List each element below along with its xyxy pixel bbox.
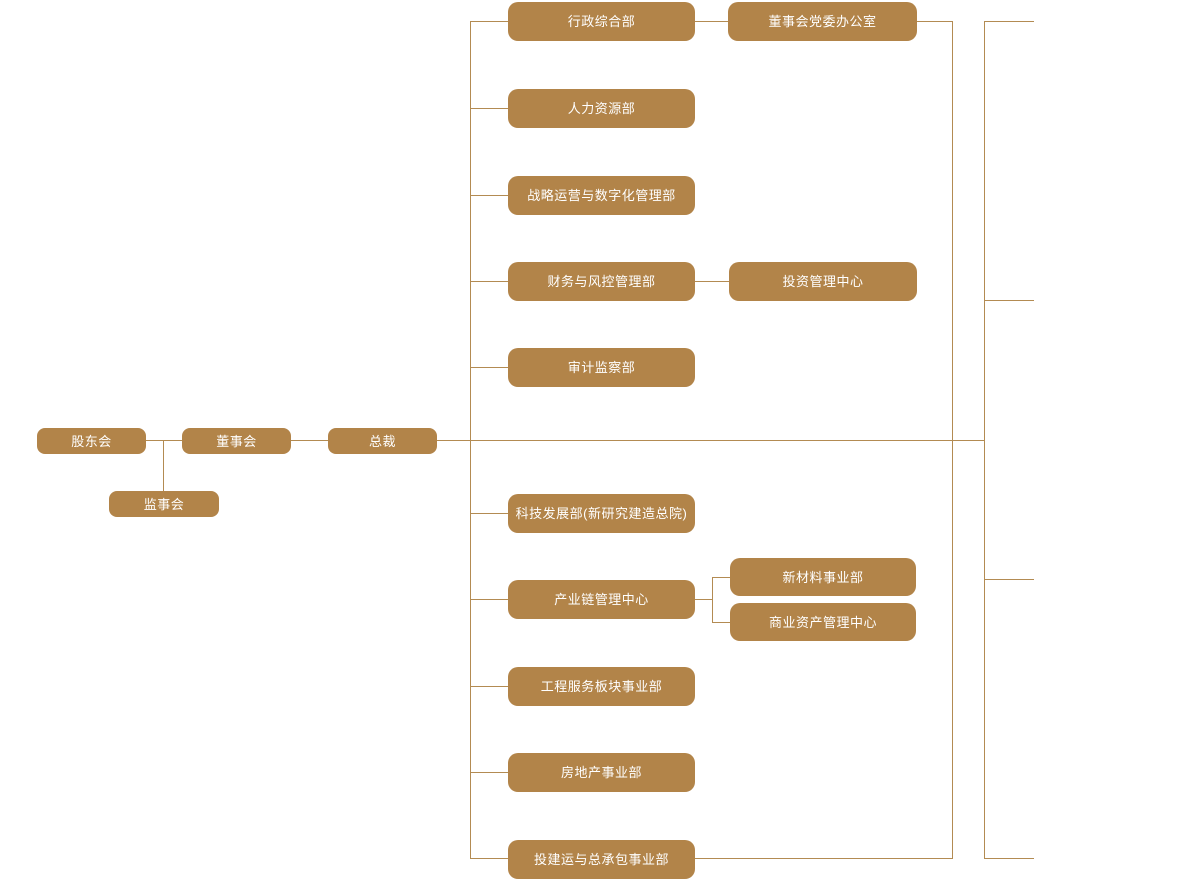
connector-line-industry-chain-to-bracket [695,599,712,600]
connector-line-finance-to-investment-center [695,281,729,282]
connector-line-trunk-right [984,21,985,859]
org-node-investment-construction-epc-division: 投建运与总承包事业部 [508,840,695,879]
org-node-administrative-general-dept: 行政综合部 [508,2,695,41]
connector-line-stub-administrative [470,21,508,22]
connector-line-admin-to-party-office [695,21,728,22]
org-node-shareholders-meeting: 股东会 [37,428,146,454]
org-node-human-resources-dept: 人力资源部 [508,89,695,128]
connector-line-right-stub-2 [984,300,1034,301]
connector-line-trunk-left [470,21,471,859]
connector-line-stub-investment-construction [470,858,508,859]
org-node-commercial-assets-management-center: 商业资产管理中心 [730,603,916,641]
connector-line-right-stub-1 [984,21,1034,22]
connector-line-stub-audit [470,367,508,368]
org-node-board-of-directors: 董事会 [182,428,291,454]
org-node-board-party-committee-office: 董事会党委办公室 [728,2,917,41]
org-node-technology-development-dept: 科技发展部(新研究建造总院) [508,494,695,533]
connector-line-president-main-line [437,440,984,441]
connector-line-stub-technology [470,513,508,514]
org-node-audit-supervision-dept: 审计监察部 [508,348,695,387]
connector-line-board-to-president [291,440,328,441]
connector-line-stub-finance [470,281,508,282]
connector-line-bracket-to-commercial-assets [712,622,730,623]
connector-line-stub-strategy [470,195,508,196]
connector-line-stub-human-resources [470,108,508,109]
org-node-engineering-services-division: 工程服务板块事业部 [508,667,695,706]
connector-line-stub-industry-chain [470,599,508,600]
connector-line-stub-real-estate [470,772,508,773]
org-node-supervisory-board: 监事会 [109,491,219,517]
org-node-industry-chain-management-center: 产业链管理中心 [508,580,695,619]
connector-line-right-stub-4 [984,858,1034,859]
org-node-new-materials-division: 新材料事业部 [730,558,916,596]
connector-line-right-stub-3 [984,579,1034,580]
connector-line-party-office-to-right-vertical [917,21,952,22]
connector-line-epc-to-right-vertical [695,858,952,859]
org-node-investment-management-center: 投资管理中心 [729,262,917,301]
connector-line-bracket-to-new-materials [712,577,730,578]
org-node-president: 总裁 [328,428,437,454]
org-node-strategy-operations-digital-dept: 战略运营与数字化管理部 [508,176,695,215]
connector-line-vertical-inner-right [952,21,953,859]
org-node-real-estate-division: 房地产事业部 [508,753,695,792]
org-node-finance-risk-control-dept: 财务与风控管理部 [508,262,695,301]
connector-line-bracket-vertical [712,577,713,623]
connector-line-stub-engineering [470,686,508,687]
connector-line-shareholders-to-board [146,440,182,441]
connector-line-supervisory-drop [163,440,164,491]
